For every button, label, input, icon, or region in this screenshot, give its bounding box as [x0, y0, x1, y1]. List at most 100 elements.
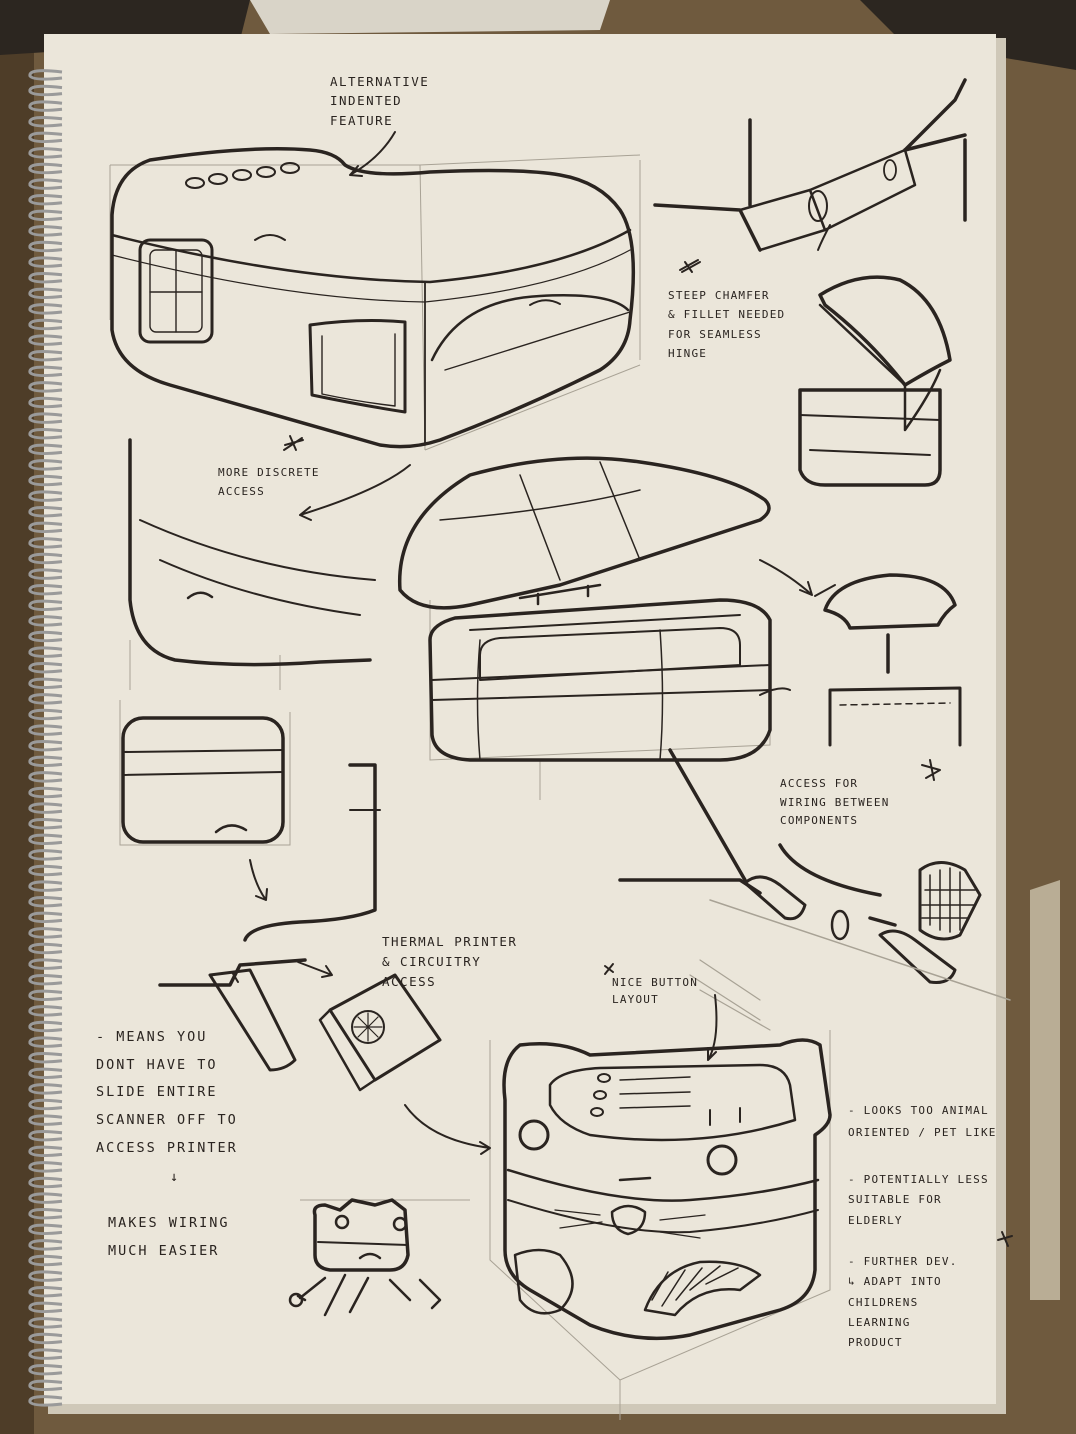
newspaper-scrap	[250, 0, 610, 34]
spiral-coil	[28, 84, 63, 97]
spiral-coil	[28, 1114, 63, 1126]
note-nice-button-layout: NICE BUTTON LAYOUT	[612, 976, 699, 1007]
spiral-coil	[28, 568, 63, 580]
spiral-coil	[28, 147, 63, 159]
sketch-lid-side	[798, 275, 952, 487]
spiral-coil	[28, 1317, 63, 1329]
spiral-coil	[28, 225, 63, 237]
spiral-coil	[28, 739, 63, 752]
spiral-coil	[28, 895, 63, 908]
note-more-discrete-access: MORE DISCRETE ACCESS	[218, 466, 320, 498]
sketch-open-box	[397, 456, 772, 762]
spiral-coil	[28, 1145, 63, 1158]
spiral-coil	[28, 490, 63, 502]
spiral-coil	[28, 209, 63, 222]
spiral-coil	[28, 1192, 63, 1204]
sketch-scanner-box	[110, 147, 636, 449]
spiral-binding	[28, 69, 63, 1407]
spiral-coil	[28, 1207, 63, 1220]
spiral-coil	[28, 708, 63, 721]
spiral-coil	[28, 334, 63, 346]
sketch-printer-parts	[208, 968, 442, 1092]
spiral-coil	[28, 1067, 63, 1080]
spiral-coil	[28, 1051, 63, 1064]
spiral-coil	[28, 989, 63, 1002]
spiral-coil	[28, 880, 63, 892]
spiral-coil	[28, 1363, 63, 1376]
spiral-coil	[28, 1083, 63, 1095]
spiral-coil	[28, 1161, 63, 1173]
sketch-hinge-chamfer	[653, 78, 967, 252]
spiral-coil	[28, 100, 63, 112]
spiral-coil	[28, 303, 63, 315]
sketch-side-partial	[128, 438, 376, 667]
note-alternative-indented-feature: ALTERNATIVE INDENTED FEATURE	[330, 74, 430, 128]
spiral-coil	[28, 1036, 63, 1048]
note-potentially-less: - POTENTIALLY LESS SUITABLE FOR ELDERLY	[848, 1173, 989, 1227]
spiral-coil	[28, 521, 63, 534]
desk-shadow-left	[0, 0, 34, 1434]
spiral-coil	[28, 349, 63, 362]
spiral-coil	[28, 1332, 63, 1345]
spiral-coil	[28, 193, 63, 206]
sketch-profile-cap	[823, 573, 962, 747]
spiral-coil	[28, 973, 63, 986]
note-access-for-wiring: ACCESS FOR WIRING BETWEEN COMPONENTS	[780, 777, 890, 828]
sketch-wiring-access	[618, 748, 1011, 1031]
spiral-coil	[28, 1285, 63, 1298]
spiral-coil	[28, 1223, 63, 1236]
spiral-coil	[28, 615, 63, 627]
spiral-coil	[28, 162, 63, 175]
spiral-coil	[28, 537, 63, 549]
spiral-coil	[28, 724, 63, 736]
spiral-coil	[28, 1270, 63, 1282]
spiral-coil	[28, 786, 63, 799]
spiral-coil	[28, 318, 63, 331]
spiral-coil	[28, 911, 63, 924]
spiral-coil	[28, 849, 63, 861]
spiral-coil	[28, 958, 63, 970]
spiral-coil	[28, 412, 63, 424]
star-marks	[283, 259, 1013, 1247]
spiral-coil	[28, 833, 63, 846]
spiral-coil	[28, 1348, 63, 1360]
spiral-coil	[28, 630, 63, 643]
sketch-front-view	[121, 716, 381, 987]
page-stack-right	[1030, 880, 1060, 1300]
spiral-coil	[28, 287, 63, 300]
spiral-coil	[28, 755, 63, 768]
spiral-coil	[28, 69, 63, 81]
spiral-coil	[28, 474, 63, 487]
spiral-coil	[28, 771, 63, 783]
spiral-coil	[28, 817, 63, 830]
spiral-coil	[28, 427, 63, 440]
spiral-coil	[28, 396, 63, 409]
spiral-coil	[28, 1176, 63, 1189]
note-further-dev: - FURTHER DEV. ↳ ADAPT INTO CHILDRENS LE…	[848, 1255, 958, 1350]
spiral-coil	[28, 599, 63, 612]
spiral-coil	[28, 583, 63, 596]
sketch-small-mechanism	[288, 1198, 442, 1317]
spiral-coil	[28, 677, 63, 690]
spiral-coil	[28, 1129, 63, 1142]
ink-sketches	[110, 78, 1013, 1341]
spiral-coil	[28, 459, 63, 471]
sketch-animal-device	[502, 1038, 832, 1341]
spiral-coil	[28, 178, 63, 190]
note-arrow-down: ↓	[170, 1169, 181, 1185]
spiral-coil	[28, 1239, 63, 1251]
spiral-coil	[28, 927, 63, 939]
construction-lines	[109, 154, 831, 1420]
spiral-coil	[28, 115, 63, 128]
spiral-coil	[28, 1395, 63, 1407]
spiral-coil	[28, 443, 63, 456]
spiral-coil	[28, 256, 63, 268]
annotation-arrows	[249, 131, 836, 1155]
spiral-coil	[28, 646, 63, 658]
spiral-coil	[28, 240, 63, 253]
spiral-coil	[28, 1005, 63, 1017]
spiral-coil	[28, 693, 63, 705]
spiral-coil	[28, 864, 63, 877]
spiral-coil	[28, 1020, 63, 1033]
